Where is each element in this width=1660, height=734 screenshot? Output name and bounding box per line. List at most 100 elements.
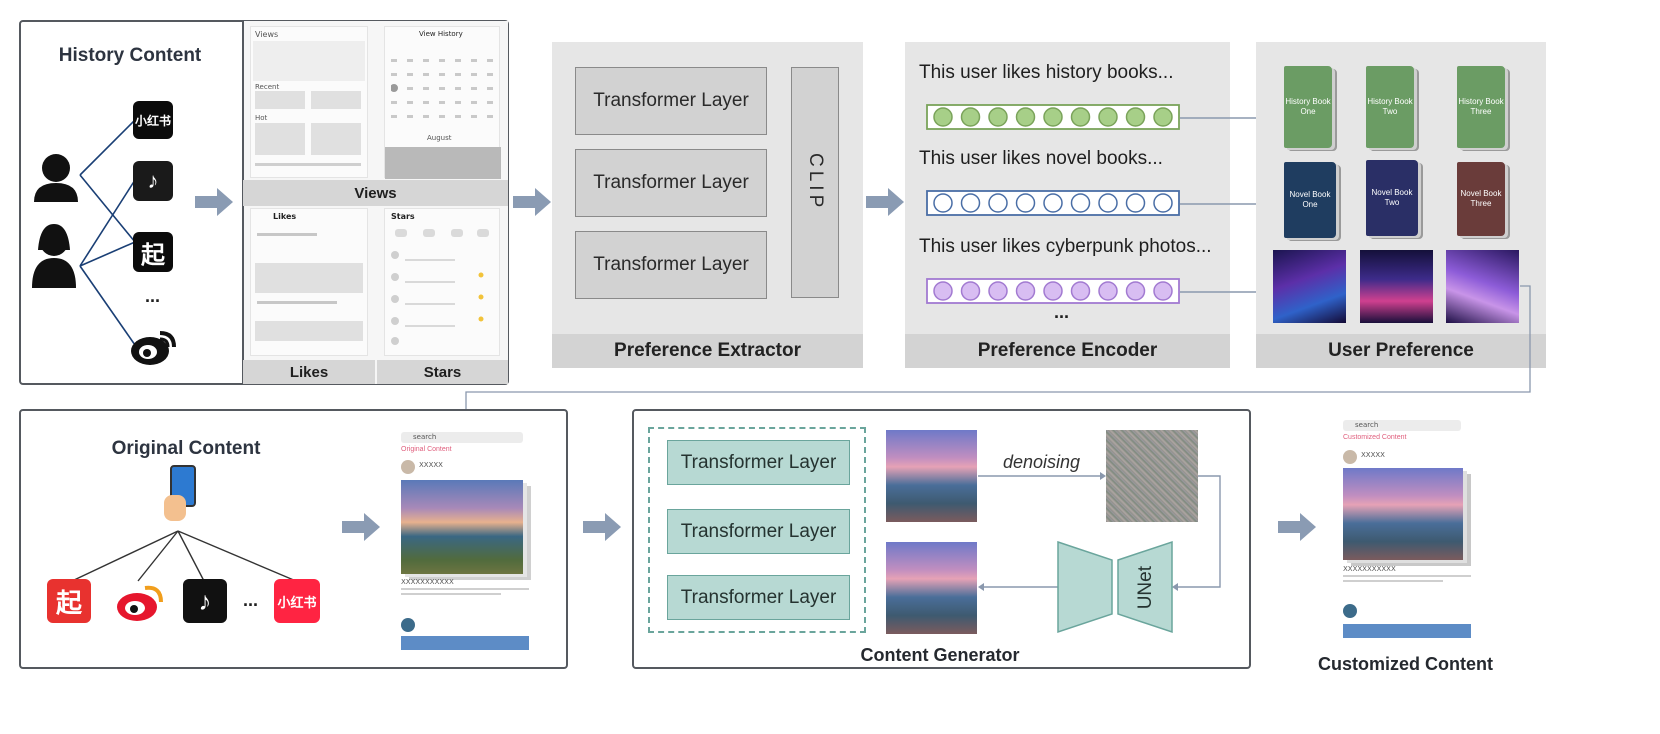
history-book-two: History Book Two [1366,66,1414,148]
embedding-unit [1070,281,1091,301]
extractor-transformer-layer-1: Transformer Layer [575,67,767,135]
cyberpunk-photo-3 [1446,250,1519,323]
embedding-unit [1098,193,1118,213]
embedding-unit [1070,107,1091,127]
embedding-unit [1125,107,1146,127]
embedding-unit [960,281,981,301]
calendar-grid [391,59,493,118]
hot-label: Hot [255,114,268,122]
novel-book-one: Novel Book One [1284,162,1336,238]
unet-block [1057,540,1173,634]
denoising-flow-arrows [978,472,1221,591]
generator-transformer-layer-2: Transformer Layer [667,509,850,554]
avatar [1343,450,1357,464]
clip-label: CLIP [805,153,826,212]
arrow-right [1278,513,1316,541]
weibo-icon [117,585,163,621]
qidian-icon: 起 [133,232,173,272]
view-history-title: View History [419,30,463,38]
embedding-unit [1015,193,1036,213]
generator-transformer-layer-3: Transformer Layer [667,575,850,620]
embedding-unit [1043,107,1063,127]
embedding-unit [1153,193,1173,213]
history-book-one: History Book One [1284,66,1332,148]
user-preference-label: User Preference [1256,334,1546,368]
stars-label: Stars [377,360,508,384]
likes-label: Likes [243,360,375,384]
qidian-icon: 起 [47,579,91,623]
denoising-label: denoising [1003,452,1081,472]
avatar [401,460,415,474]
original-user-name: XXXXX [419,461,443,469]
embedding-unit [1125,281,1146,301]
hand-phone-icon [164,465,196,523]
preference-text-history: This user likes history books... [919,62,1174,83]
embedding-unit [1043,281,1063,301]
customized-screen-label: Customized Content [1343,434,1407,441]
extractor-transformer-layer-3: Transformer Layer [575,231,767,299]
customized-phone-screen: search Customized Content XXXXX XXXXXXXX… [1340,406,1474,652]
preference-encoder-label: Preference Encoder [905,334,1230,368]
embedding-unit [960,107,981,127]
male-user-icon [42,154,70,182]
male-user-body [34,183,78,202]
original-screen-label: Original Content [401,446,452,453]
embedding-unit [933,107,953,127]
more-apps-ellipsis: ... [145,286,161,306]
customized-search-bar: search [1343,420,1461,431]
likes-screen-header: Likes [273,212,297,221]
tiktok-icon: ♪ [183,579,227,623]
views-screen: Views Recent Hot [250,26,368,178]
customized-post-image [1343,468,1463,560]
customized-user-name: XXXXX [1361,451,1385,459]
generator-encoder-group [648,427,866,633]
arrow-right [342,513,380,541]
embedding-unit [1153,281,1173,301]
output-image [886,542,977,634]
view-history-screen: View History August [384,26,501,179]
embedding-unit [960,193,981,213]
arrow-right [513,188,551,216]
clip-block: CLIP [791,67,839,298]
embedding-unit [988,107,1008,127]
customized-content-label: Customized Content [1318,654,1493,674]
arrow-right [866,188,904,216]
cyberpunk-photo-1 [1273,250,1346,323]
embedding-unit [933,281,953,301]
preference-text-novel: This user likes novel books... [919,148,1163,169]
cyberpunk-photo-2 [1360,250,1433,323]
embedding-unit [1098,107,1118,127]
stars-screen-header: Stars [391,212,415,221]
novel-book-two: Novel Book Two [1366,160,1418,236]
unet-label: UNet [1135,566,1156,610]
input-image [886,430,977,522]
original-content-title: Original Content [111,438,261,459]
noisy-image [1106,430,1198,522]
history-book-three: History Book Three [1457,66,1505,148]
embedding-unit [1043,193,1063,213]
xiaohongshu-icon: 小红书 [274,579,320,623]
recent-label: Recent [255,83,280,91]
preference-extractor-label: Preference Extractor [552,334,863,368]
arrow-right [195,188,233,216]
original-search-bar: search [401,432,523,443]
embedding-unit [933,193,953,213]
stars-screen: Stars [384,208,500,356]
user-app-links [32,119,136,346]
unet-label-wrap: UNet [1126,565,1166,611]
novel-book-three: Novel Book Three [1457,162,1505,236]
embedding-unit [1015,107,1036,127]
original-search-placeholder: search [413,433,437,441]
embedding-unit [988,281,1008,301]
preference-text-cyberpunk: This user likes cyberpunk photos... [919,236,1212,257]
embedding-unit [1015,281,1036,301]
xiaohongshu-icon: 小红书 [133,101,173,139]
tiktok-icon: ♪ [133,161,173,201]
original-app-links [71,530,297,582]
embedding-unit [1070,193,1091,213]
more-preferences-ellipsis: ... [1054,302,1070,322]
original-phone-screen: search Original Content XXXXX XXXXXXXXXX… [398,420,532,666]
likes-screen: Likes [250,208,368,356]
customized-search-placeholder: search [1355,421,1379,429]
